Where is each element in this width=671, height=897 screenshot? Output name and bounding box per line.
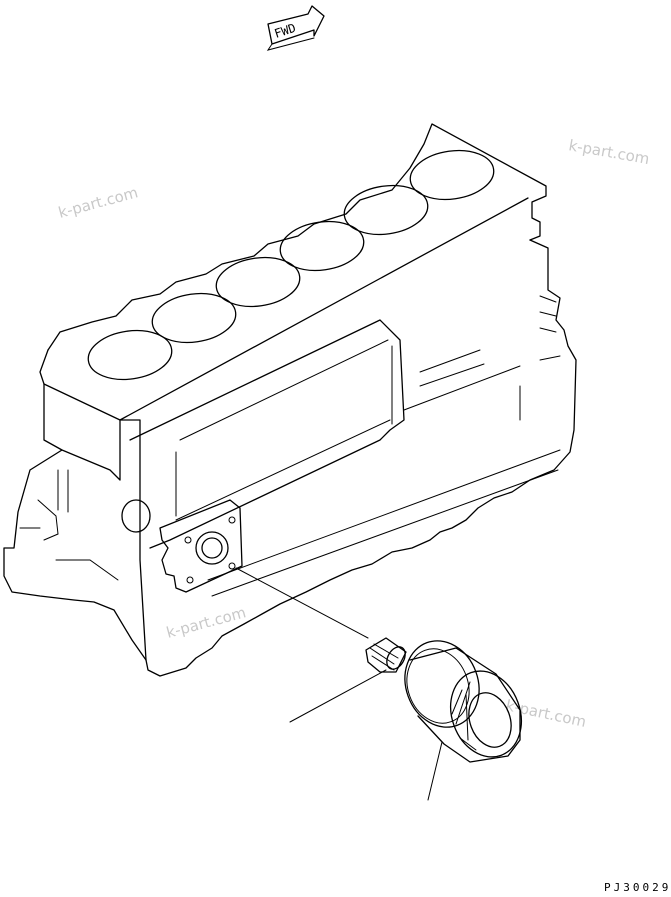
cylinder-bore xyxy=(343,184,429,236)
front-bore xyxy=(121,499,151,533)
drawing-code: PJ30029 xyxy=(604,881,671,894)
flange-port xyxy=(195,531,229,565)
cylinder-bore xyxy=(215,256,301,308)
watermark: k-part.com xyxy=(567,136,651,168)
cylinder-bore xyxy=(151,292,237,344)
fwd-arrow-icon: FWD xyxy=(266,5,325,51)
cylinder-bore xyxy=(87,329,173,381)
cylinder-bore xyxy=(409,149,495,201)
cylinder-bore xyxy=(279,220,365,272)
connector-nipple xyxy=(365,637,407,673)
filter-mount-flange xyxy=(159,499,243,593)
watermark: k-part.com xyxy=(56,183,140,222)
watermark: k-part.com xyxy=(504,696,588,731)
oil-filter xyxy=(404,640,522,763)
leader-line xyxy=(427,741,443,801)
fwd-label: FWD xyxy=(273,21,298,41)
watermark: k-part.com xyxy=(164,603,248,642)
leader-line xyxy=(289,669,387,723)
cylinder-block xyxy=(3,123,577,677)
leader-line xyxy=(235,567,369,639)
flange-port-inner xyxy=(201,537,223,559)
